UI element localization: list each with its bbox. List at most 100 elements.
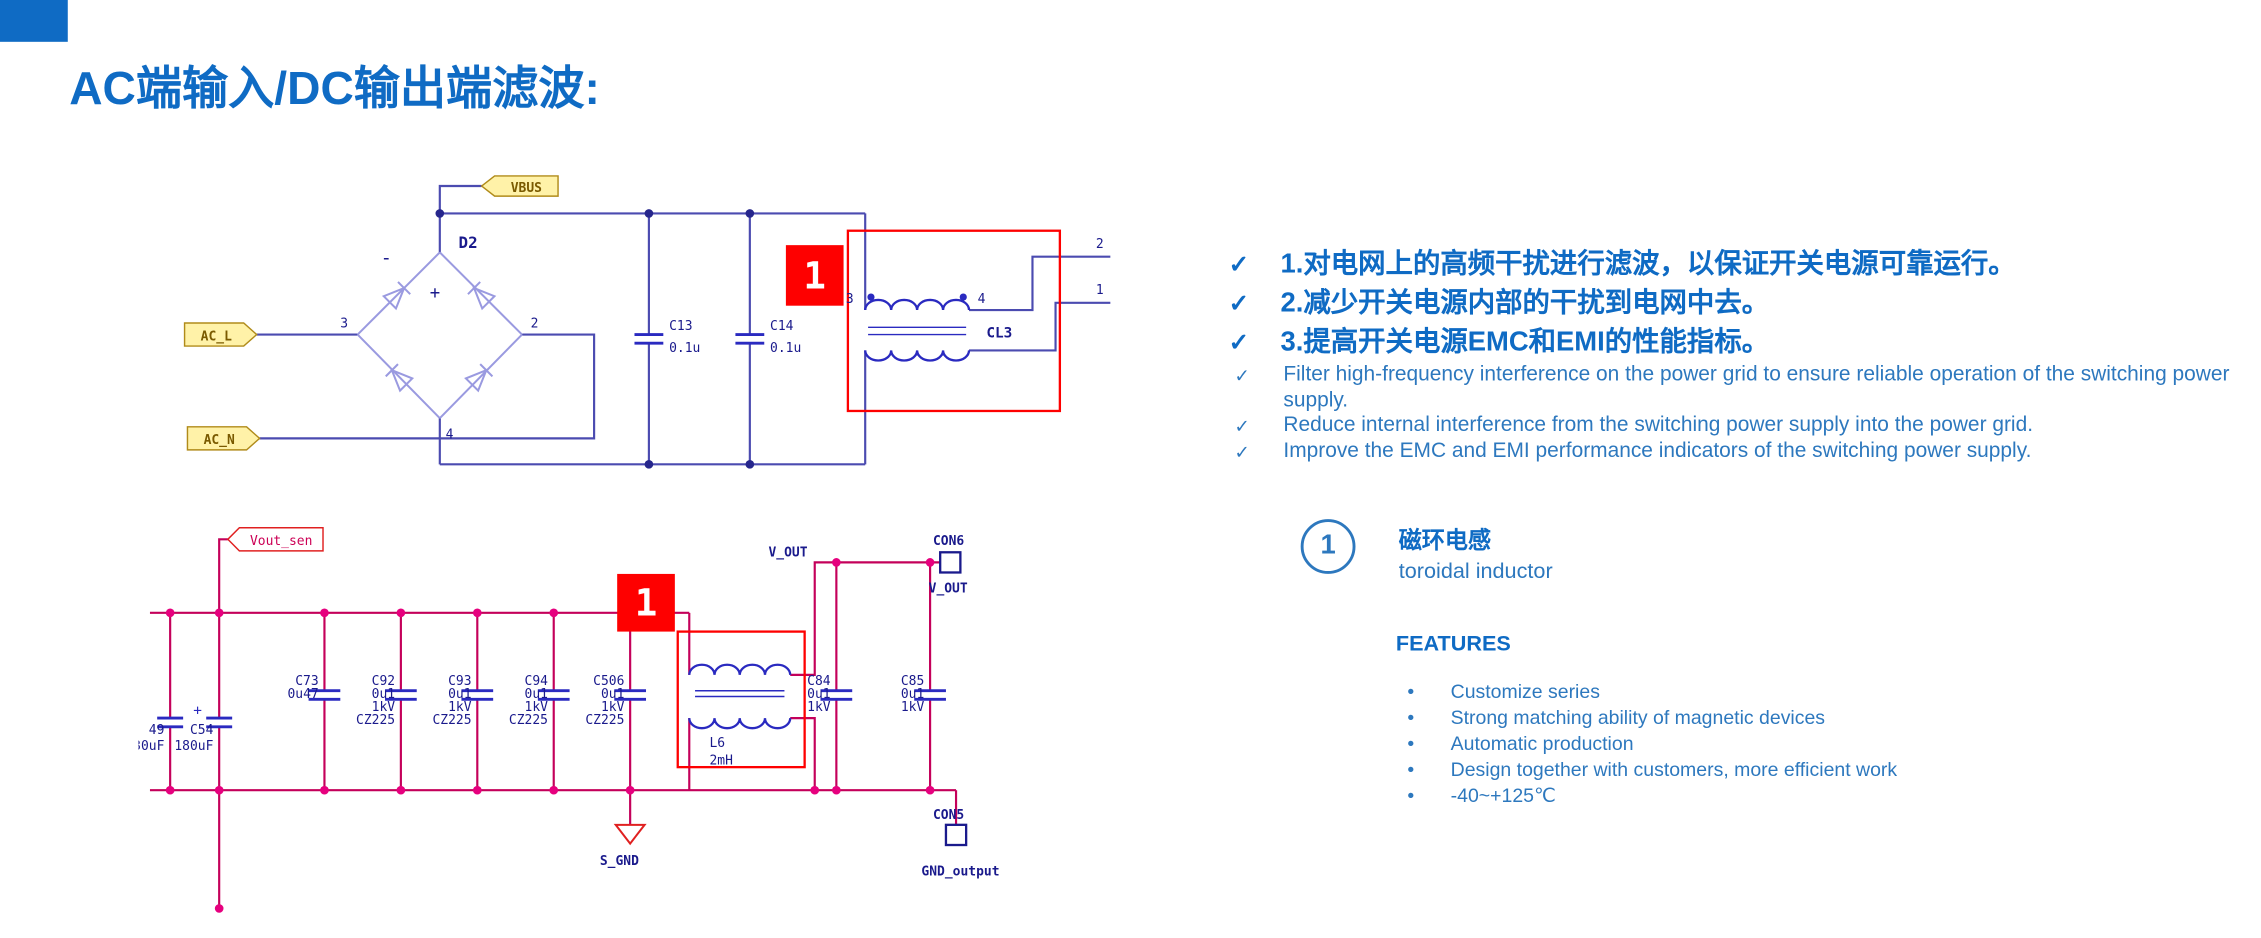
c506-type: CZ225 bbox=[585, 713, 624, 728]
c92-type: CZ225 bbox=[356, 713, 395, 728]
diode-icon bbox=[381, 281, 411, 311]
junction-dots bbox=[165, 558, 935, 913]
ac-input-filter-schematic: 1 VBUS AC_L AC_N D2 + - 3 2 4 C13 0.1u C… bbox=[183, 175, 1111, 469]
feature-item: • Automatic production bbox=[1396, 731, 2261, 757]
c94-ref: C94 bbox=[525, 674, 549, 689]
junction-dots bbox=[435, 209, 755, 469]
net-label-vout-sen: Vout_sen bbox=[226, 527, 324, 552]
wires bbox=[149, 538, 958, 909]
c84-v: 1kV bbox=[807, 700, 831, 715]
c93-type: CZ225 bbox=[432, 713, 471, 728]
bulk-cap2-val: 180uF bbox=[174, 739, 213, 754]
c14-val-label: 0.1u bbox=[770, 341, 801, 356]
c506-ref: C506 bbox=[593, 674, 624, 689]
component-callout: 1 磁环电感 toroidal inductor bbox=[1300, 519, 1553, 585]
key-point-zh-text: 1.对电网上的高频干扰进行滤波，以保证开关电源可靠运行。 bbox=[1280, 249, 2016, 280]
out-pin2-label: 2 bbox=[1096, 237, 1104, 252]
c84-ref: C84 bbox=[807, 674, 831, 689]
c94-v: 1kV bbox=[525, 700, 549, 715]
top-schematic-labels: D2 + - 3 2 4 C13 0.1u C14 0.1u 3 4 CL3 2… bbox=[340, 233, 1103, 442]
bullet-icon: • bbox=[1407, 758, 1415, 781]
callout-title-zh: 磁环电感 bbox=[1398, 529, 1492, 554]
con5-net-label: GND_output bbox=[921, 864, 999, 879]
c506-val: 0u1 bbox=[601, 687, 624, 702]
cl3-pin4-label: 4 bbox=[978, 292, 986, 307]
common-mode-choke-l6 bbox=[688, 663, 792, 730]
c13-ref-label: C13 bbox=[669, 319, 692, 334]
c93-val: 0u1 bbox=[448, 687, 471, 702]
bridge-pin2-label: 2 bbox=[531, 316, 539, 331]
highlight-box bbox=[676, 630, 806, 769]
c92-val: 0u1 bbox=[372, 687, 395, 702]
key-points-en: ✓ Filter high-frequency interference on … bbox=[1234, 363, 2243, 464]
feature-item: • Strong matching ability of magnetic de… bbox=[1396, 705, 2261, 731]
key-point-zh-text: 3.提高开关电源EMC和EMI的性能指标。 bbox=[1280, 327, 1770, 358]
phase-dot-icon bbox=[959, 293, 967, 301]
bullet-icon: • bbox=[1407, 680, 1415, 703]
diode-icon bbox=[464, 363, 494, 393]
c94-type: CZ225 bbox=[509, 713, 548, 728]
bridge-plus-label: + bbox=[430, 283, 440, 303]
con5-ref-label: CON5 bbox=[933, 808, 964, 823]
c93-v: 1kV bbox=[448, 700, 472, 715]
diode-icon bbox=[467, 281, 497, 311]
c84-val: 0u1 bbox=[807, 687, 830, 702]
c73-val: 0u47 bbox=[287, 687, 318, 702]
bridge-ref-label: D2 bbox=[459, 233, 478, 252]
c73-ref: C73 bbox=[295, 674, 318, 689]
feature-text: -40~+125℃ bbox=[1450, 784, 1556, 807]
check-icon: ✓ bbox=[1234, 440, 1251, 463]
c93-ref: C93 bbox=[448, 674, 471, 689]
callout-title-en: toroidal inductor bbox=[1398, 559, 1553, 585]
bulk-cap2-ref: C54 bbox=[190, 723, 214, 738]
feature-text: Automatic production bbox=[1450, 732, 1634, 755]
check-icon: ✓ bbox=[1234, 415, 1251, 437]
bridge-pin3-label: 3 bbox=[340, 316, 348, 331]
cl3-pin3-label: 3 bbox=[846, 292, 854, 307]
svg-text:AC_L: AC_L bbox=[201, 329, 232, 344]
key-point-en-text: Reduce internal interference from the sw… bbox=[1283, 413, 2034, 437]
net-label-ac-l: AC_L bbox=[183, 322, 258, 347]
features-title: FEATURES bbox=[1395, 631, 1511, 657]
feature-item: • -40~+125℃ bbox=[1396, 783, 2261, 809]
check-icon: ✓ bbox=[1234, 364, 1251, 387]
c13-val-label: 0.1u bbox=[669, 341, 700, 356]
c14-ref-label: C14 bbox=[770, 319, 794, 334]
net-label-vbus: VBUS bbox=[480, 175, 559, 197]
ground-symbol-icon bbox=[613, 823, 647, 846]
capacitor-plates bbox=[157, 689, 946, 729]
bottom-schematic-labels: C73 0u47 C92 0u1 1kV CZ225 C93 0u1 1kV C… bbox=[138, 534, 999, 879]
svg-text:Vout_sen: Vout_sen bbox=[250, 534, 312, 549]
con5-pad bbox=[944, 823, 968, 847]
highlight-marker-1-label: 1 bbox=[803, 253, 826, 297]
c94-val: 0u1 bbox=[525, 687, 548, 702]
check-icon: ✓ bbox=[1228, 250, 1250, 279]
key-point-en: ✓ Filter high-frequency interference on … bbox=[1234, 363, 2243, 413]
bullet-icon: • bbox=[1407, 732, 1415, 755]
key-point-en-text: Filter high-frequency interference on th… bbox=[1283, 363, 2230, 412]
common-mode-choke-cl3 bbox=[864, 293, 971, 362]
c85-v: 1kV bbox=[901, 700, 925, 715]
features-section: FEATURES • Customize series • Strong mat… bbox=[1396, 632, 2261, 809]
highlight-marker-1 bbox=[617, 573, 675, 632]
corner-accent-block bbox=[0, 0, 68, 42]
check-icon: ✓ bbox=[1228, 328, 1250, 357]
c85-val: 0u1 bbox=[901, 687, 924, 702]
diode-icon bbox=[385, 363, 415, 393]
feature-item: • Design together with customers, more e… bbox=[1396, 757, 2261, 783]
con6-net-label: V_OUT bbox=[929, 582, 968, 597]
bridge-pin4-label: 4 bbox=[446, 427, 454, 442]
dc-output-filter-schematic: 1 Vout_sen C73 0u47 C92 0u1 1kV CZ225 C9… bbox=[138, 527, 1000, 913]
bulk-cap1-ref: 49 bbox=[149, 723, 165, 738]
key-points-zh: ✓ 1.对电网上的高频干扰进行滤波，以保证开关电源可靠运行。 ✓ 2.减少开关电… bbox=[1229, 245, 2261, 362]
cl3-ref-label: CL3 bbox=[986, 325, 1012, 341]
c506-v: 1kV bbox=[601, 700, 625, 715]
highlight-marker-1 bbox=[785, 245, 844, 306]
vout-net-label: V_OUT bbox=[768, 546, 807, 561]
key-point-zh: ✓ 2.减少开关电源内部的干扰到电网中去。 bbox=[1229, 284, 2261, 323]
key-point-zh: ✓ 1.对电网上的高频干扰进行滤波，以保证开关电源可靠运行。 bbox=[1229, 245, 2261, 284]
highlight-marker-1-label: 1 bbox=[635, 581, 658, 625]
c85-ref: C85 bbox=[901, 674, 924, 689]
key-point-en: ✓ Improve the EMC and EMI performance in… bbox=[1234, 439, 2243, 464]
